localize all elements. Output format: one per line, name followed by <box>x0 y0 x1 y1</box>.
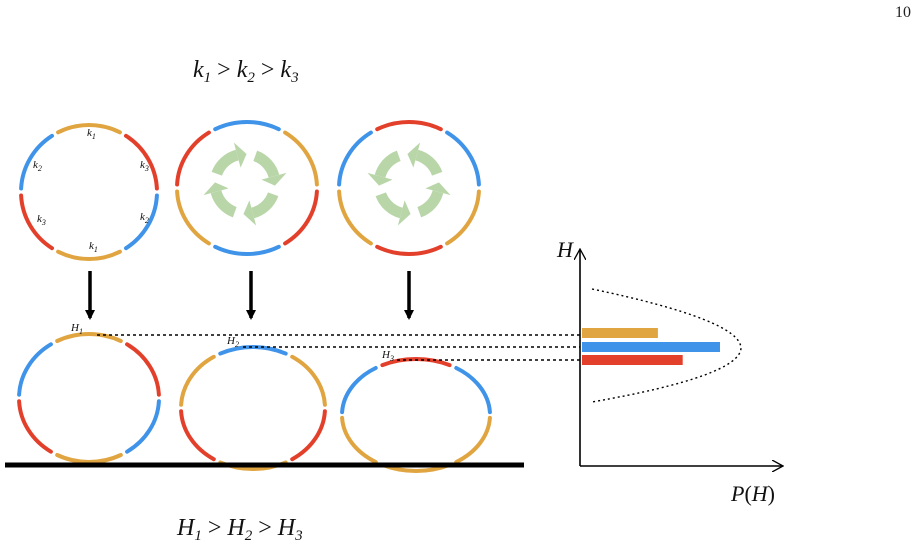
ring-segment-orange <box>55 332 123 343</box>
svg-text:k3: k3 <box>37 213 46 227</box>
distribution-axes <box>580 250 782 466</box>
ring-segment-orange <box>445 189 481 246</box>
ring-segment-red <box>283 189 319 246</box>
page-number: 10 <box>895 4 911 21</box>
ring-3 <box>337 119 481 257</box>
height-relation: H1>H2>H3 <box>176 515 303 544</box>
svg-text:H2: H2 <box>226 335 239 349</box>
ring-2 <box>175 119 319 257</box>
ring-segment-blue <box>337 130 373 187</box>
ring-segment-red <box>290 409 327 462</box>
ring-segment-red <box>375 119 443 132</box>
ring-segment-red <box>19 193 54 251</box>
ring-segment-blue <box>19 133 54 191</box>
ring-segment-red <box>175 130 211 187</box>
rotation-arrow-icon-counterclockwise <box>367 142 451 226</box>
ring-segment-orange <box>290 354 327 407</box>
bottom-rings <box>17 332 492 474</box>
top-rings <box>19 119 481 262</box>
deformed-ring-2 <box>179 344 327 472</box>
ring-segment-red <box>17 399 53 454</box>
svg-text:H3: H3 <box>381 349 394 363</box>
distribution-bar-orange <box>582 328 658 338</box>
ring-segment-red <box>179 409 216 462</box>
ring-segment-blue <box>454 366 492 415</box>
ring-segment-orange <box>175 189 211 246</box>
rotation-arrow-icon-clockwise <box>203 142 287 226</box>
ring-segment-orange <box>56 249 122 262</box>
distribution-bars <box>582 328 720 365</box>
ring-segment-orange <box>337 189 373 246</box>
down-arrows <box>85 271 414 320</box>
height-labels: H1 H2 H3 <box>70 322 394 363</box>
ring-segment-blue <box>124 193 159 251</box>
deformed-ring-1 <box>17 332 161 464</box>
x-axis-label: P(H) <box>730 481 775 506</box>
ring-segment-orange <box>454 415 492 464</box>
distribution-bar-red <box>582 355 683 365</box>
ring-segment-red <box>375 244 443 257</box>
ring-segment-blue <box>17 342 53 397</box>
ring-segment-red <box>125 342 161 397</box>
svg-text:k1: k1 <box>87 127 96 141</box>
y-axis-label: H <box>556 237 574 262</box>
ring-segment-blue <box>125 399 161 454</box>
svg-text:k2: k2 <box>140 211 149 225</box>
ring-segment-labels: k1 k3 k2 k1 k3 k2 <box>33 127 149 254</box>
stiffness-relation: k1>k2>k3 <box>193 57 299 86</box>
ring-segment-red <box>380 356 452 368</box>
deformed-ring-3 <box>340 356 492 474</box>
ring-segment-orange <box>179 354 216 407</box>
distribution-bar-blue <box>582 342 720 352</box>
ring-segment-blue <box>213 244 281 257</box>
svg-text:k2: k2 <box>33 159 42 173</box>
svg-text:H1: H1 <box>70 322 83 336</box>
ring-1 <box>19 122 159 262</box>
ring-segment-orange <box>340 415 378 464</box>
svg-text:k1: k1 <box>89 240 98 254</box>
ring-segment-blue <box>218 344 288 356</box>
svg-text:k1>k2>k3: k1>k2>k3 <box>193 57 299 86</box>
rotation-icons <box>203 142 451 226</box>
svg-text:H1>H2>H3: H1>H2>H3 <box>176 515 303 544</box>
guide-lines <box>97 334 580 361</box>
ring-segment-orange <box>283 130 319 187</box>
ring-segment-orange <box>55 453 123 464</box>
svg-text:k3: k3 <box>140 159 149 173</box>
ring-segment-blue <box>340 366 378 415</box>
ring-segment-orange <box>56 122 122 135</box>
ring-segment-blue <box>445 130 481 187</box>
ring-segment-blue <box>213 119 281 132</box>
ring-segment-red <box>124 133 159 191</box>
